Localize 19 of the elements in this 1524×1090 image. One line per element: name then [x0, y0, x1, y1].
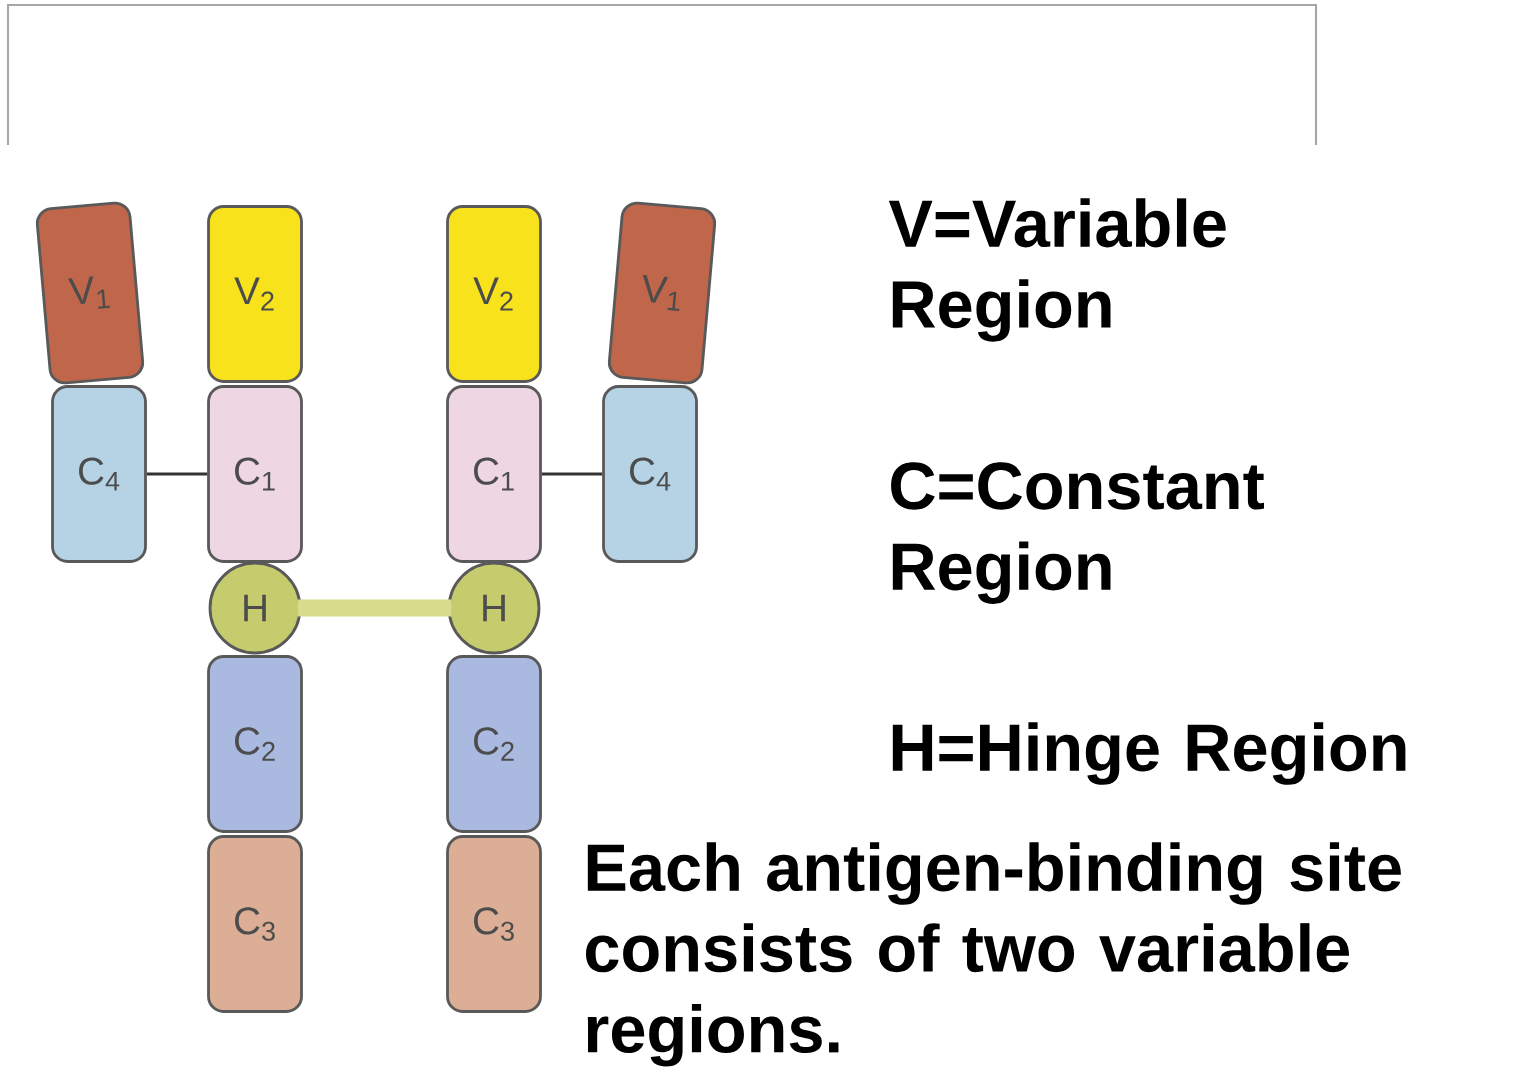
domain-box: V$_{1}$: [607, 201, 717, 385]
domain-box: V$_{2}$: [207, 205, 303, 383]
domain-box: C$_{3}$: [207, 835, 303, 1013]
connector-line: [297, 599, 452, 617]
domain-box: V$_{2}$: [446, 205, 542, 383]
connector-line: [146, 472, 208, 476]
connector-line: [541, 472, 603, 476]
domain-box: C$_{4}$: [51, 385, 147, 563]
domain-box: C$_{3}$: [446, 835, 542, 1013]
label-text: V=Variable Region: [888, 198, 1226, 342]
domain-box: C$_{4}$: [602, 385, 698, 563]
label-text: C=Constant Region: [891, 462, 1264, 604]
domain-box: C$_{1}$: [446, 385, 542, 563]
domain-box: C$_{2}$: [207, 655, 303, 833]
label-text: Each antigen-binding site consists of two variable regions.: [586, 842, 1401, 1067]
domain-box: C$_{1}$: [207, 385, 303, 563]
domain-box: C$_{2}$: [446, 655, 542, 833]
label-text: H=Hinge Region: [892, 722, 1406, 785]
domain-box: V$_{1}$: [35, 201, 145, 385]
